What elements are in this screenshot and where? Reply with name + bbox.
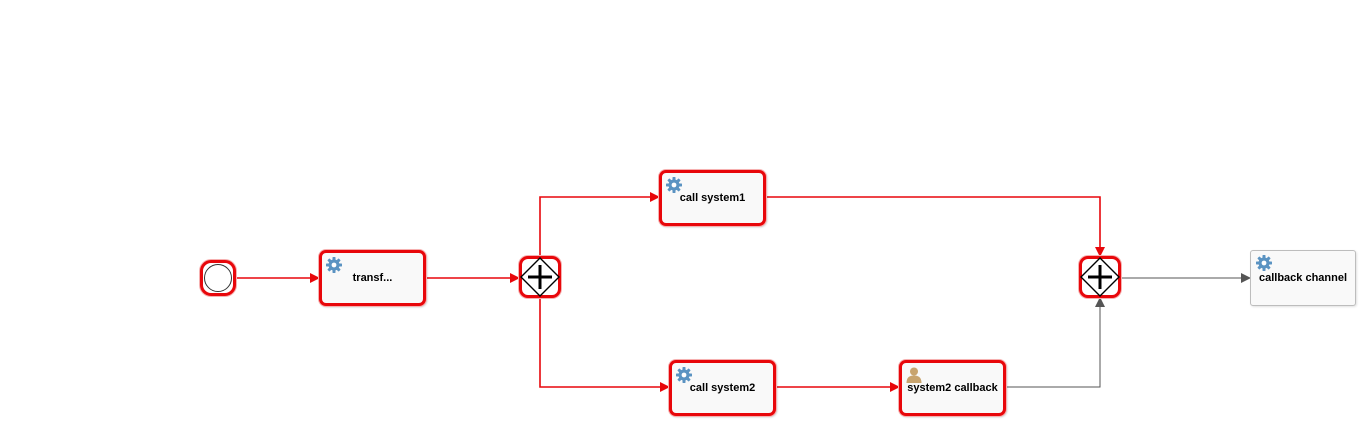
gear-icon [325,256,343,274]
task-label: call system1 [679,192,746,204]
start-event-circle [204,264,232,292]
task-call-system2[interactable]: call system2 [669,360,776,416]
task-label: transf... [352,272,393,284]
sequence-flow-call1-to-join[interactable] [766,196,1105,257]
sequence-flow-split-to-call2[interactable] [539,298,670,392]
task-label: call system2 [689,382,756,394]
task-label: callback channel [1258,272,1348,284]
parallel-gateway-join[interactable] [1079,256,1121,298]
sequence-flow-sys2cb-to-join[interactable] [1006,297,1105,388]
plus-icon [520,257,560,297]
parallel-gateway-split[interactable] [519,256,561,298]
plus-icon [1080,257,1120,297]
task-call-system1[interactable]: call system1 [659,170,766,226]
gear-icon [675,366,693,384]
task-transform[interactable]: transf... [319,250,426,306]
gear-icon [665,176,683,194]
sequence-flow-split-to-call1[interactable] [539,192,660,256]
task-callback-channel[interactable]: callback channel [1250,250,1356,306]
task-system2-callback[interactable]: system2 callback [899,360,1006,416]
start-event[interactable] [200,260,236,296]
gear-icon [1255,254,1273,272]
user-icon [905,366,923,384]
task-label: system2 callback [907,382,998,394]
